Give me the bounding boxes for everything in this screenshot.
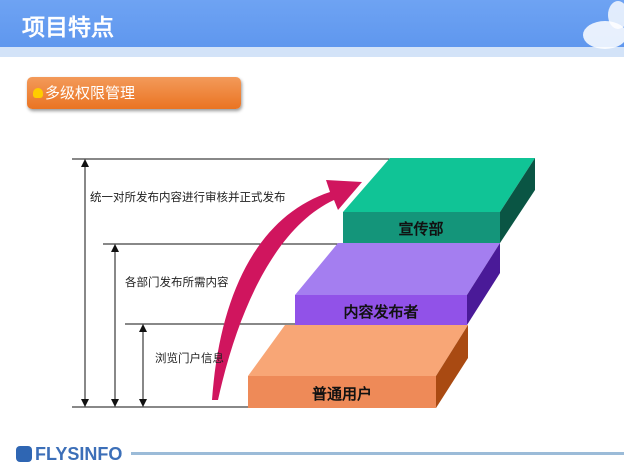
level-description: 浏览门户信息 [155, 351, 224, 365]
step-bottom: 普通用户 [248, 325, 468, 408]
level-description: 各部门发布所需内容 [125, 275, 229, 289]
header-bar [0, 0, 624, 47]
upward-arrow [212, 180, 362, 400]
level-description: 统一对所发布内容进行审核并正式发布 [90, 190, 286, 204]
pentagon-icon [33, 88, 43, 98]
cloud-decoration [583, 1, 624, 49]
section-badge: 多级权限管理 [27, 77, 241, 109]
logo-icon [16, 446, 32, 462]
level-label: 内容发布者 [343, 303, 418, 321]
level-label: 普通用户 [312, 385, 372, 403]
page-title: 项目特点 [22, 15, 114, 41]
guide-lines [72, 158, 390, 408]
step-top: 宣传部 [343, 158, 535, 243]
header-strip [0, 47, 624, 57]
step-middle: 内容发布者 [295, 243, 500, 325]
level-label: 宣传部 [398, 220, 443, 238]
badge-label: 多级权限管理 [45, 84, 136, 102]
footer-divider [131, 452, 624, 455]
company-logo: FLYSINFO [16, 444, 122, 465]
